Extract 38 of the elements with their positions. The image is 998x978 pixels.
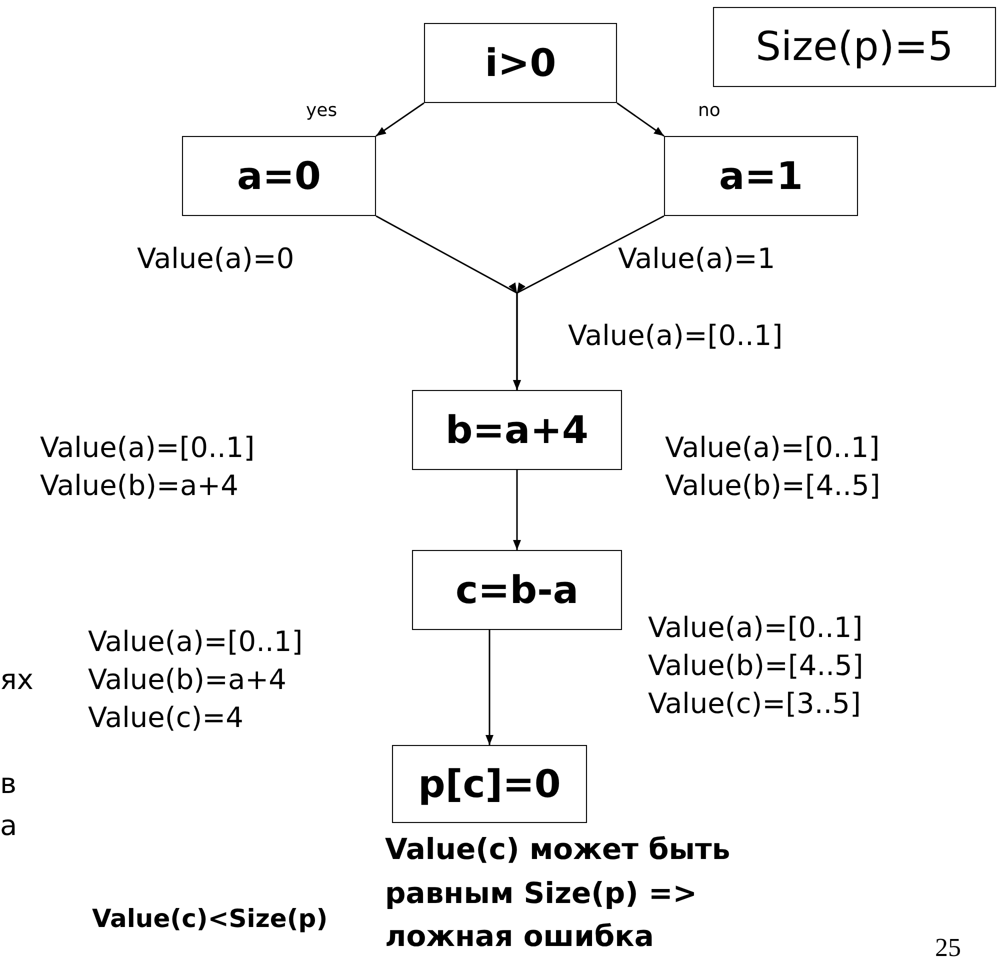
arrow bbox=[513, 215, 664, 390]
node-text: c=b-a bbox=[456, 568, 578, 612]
arrow bbox=[486, 630, 494, 745]
annotation-text: ях bbox=[0, 666, 34, 694]
node-text: Size(p)=5 bbox=[756, 24, 954, 70]
node-text: a=0 bbox=[237, 154, 321, 198]
process-box bbox=[412, 550, 622, 630]
annotation-text: а bbox=[0, 812, 18, 840]
annotation-text: Value(b)=[4..5] bbox=[648, 652, 864, 680]
annotation-text: Value(a)=[0..1] bbox=[88, 628, 303, 656]
node-text: b=a+4 bbox=[446, 408, 588, 452]
process-box bbox=[412, 390, 622, 470]
annotation-text: Value(b)=[4..5] bbox=[665, 472, 880, 500]
annotation-text: Value(c)=[3..5] bbox=[648, 690, 861, 718]
page-number: 25 bbox=[935, 935, 961, 961]
node-text: i>0 bbox=[484, 41, 556, 85]
node-text: p[c]=0 bbox=[418, 762, 561, 806]
process-box bbox=[424, 23, 617, 103]
note-text: Value(c)<Size(p) bbox=[92, 906, 328, 931]
annotation-text: Value(b)=a+4 bbox=[88, 666, 286, 694]
arrow bbox=[513, 470, 521, 550]
arrow bbox=[616, 102, 664, 137]
annotation-text: Value(a)=[0..1] bbox=[648, 614, 863, 642]
annotation-text: Value(a)=[0..1] bbox=[665, 434, 880, 462]
annotation-text: Value(b)=a+4 bbox=[40, 472, 238, 500]
annotation-text: Value(a)=1 bbox=[618, 245, 776, 273]
note-text: Value(c) может быть равным Size(p) => ложная ошибка bbox=[385, 831, 732, 955]
note-box bbox=[713, 7, 996, 87]
annotation-text: Value(a)=0 bbox=[137, 245, 294, 273]
annotation-text: в bbox=[0, 770, 17, 798]
annotation-text: Value(a)=[0..1] bbox=[568, 322, 783, 350]
annotation-text: Value(a)=[0..1] bbox=[40, 434, 255, 462]
annotation-text: Value(c)=4 bbox=[88, 704, 244, 732]
node-text: a=1 bbox=[719, 154, 803, 198]
process-box bbox=[664, 136, 858, 216]
process-box bbox=[182, 136, 376, 216]
arrow bbox=[376, 102, 424, 137]
process-box bbox=[392, 745, 587, 823]
